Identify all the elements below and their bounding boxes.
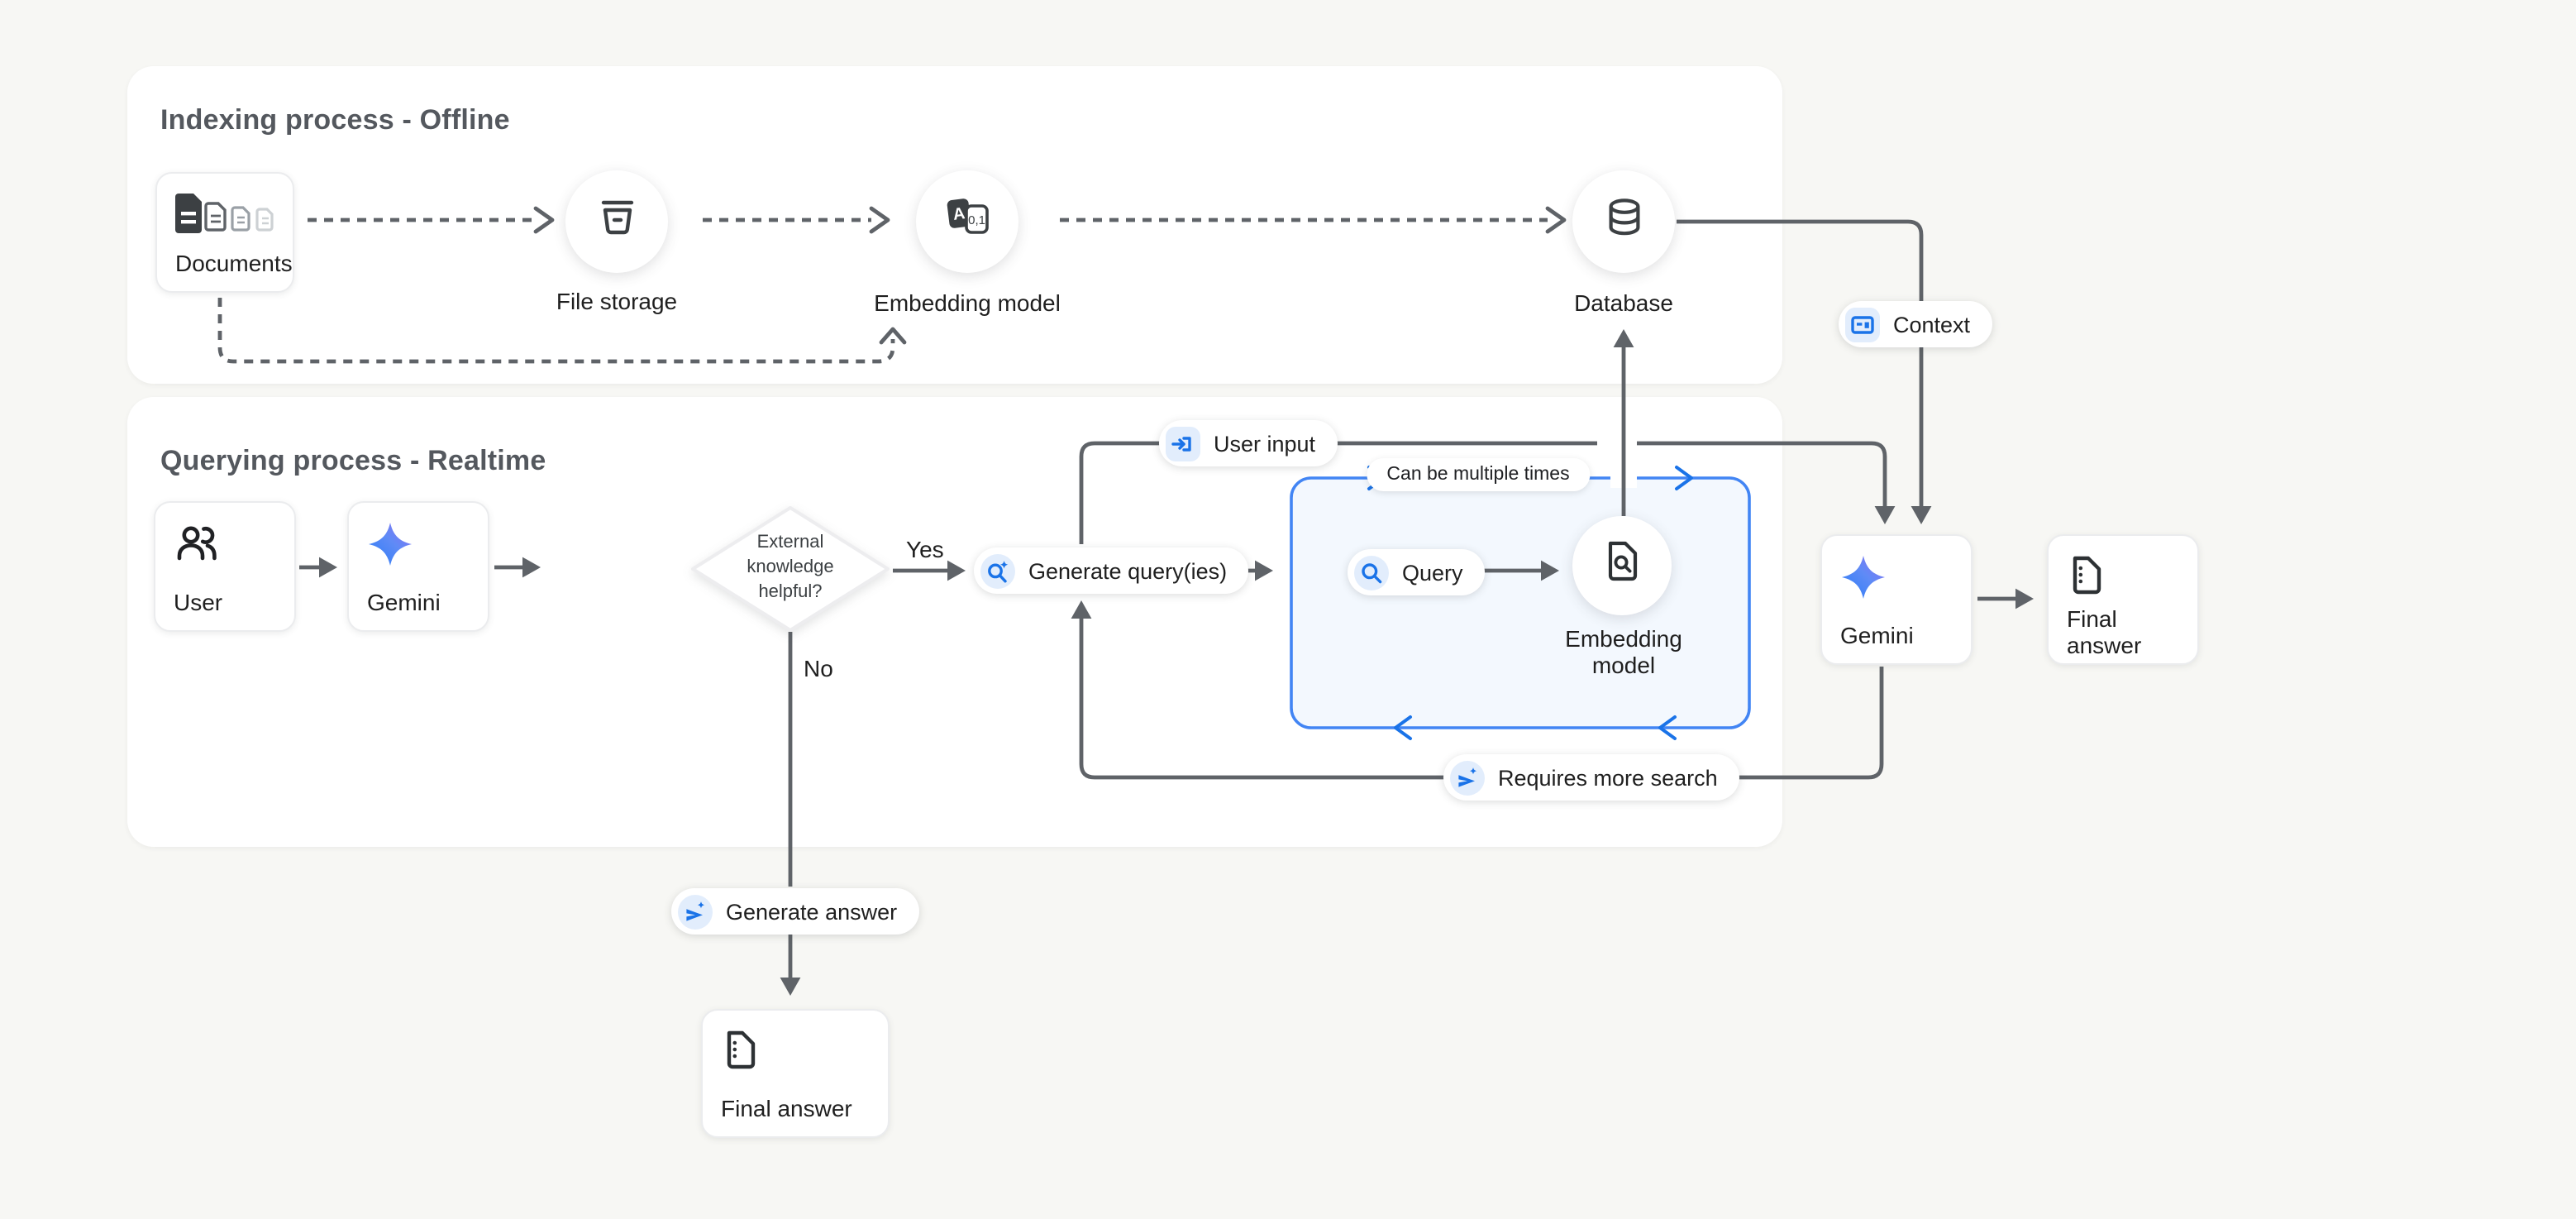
context-label: Context <box>1893 312 1970 337</box>
querying-panel-title: Querying process - Realtime <box>160 445 546 478</box>
yes-label: Yes <box>906 536 944 562</box>
final-answer-right-node: Final answer <box>2047 534 2199 665</box>
documents-label: Documents <box>175 250 274 276</box>
decision-text: External knowledge helpful? <box>685 531 896 605</box>
context-pill: Context <box>1839 301 1992 347</box>
embedding-model-label: Embedding model <box>874 291 1061 317</box>
database-label: Database <box>1574 291 1673 317</box>
generate-answer-label: Generate answer <box>726 899 897 924</box>
can-be-multiple-times-tag: Can be multiple times <box>1367 458 1589 491</box>
gemini-left-label: Gemini <box>367 589 470 615</box>
gemini-left-node: Gemini <box>347 501 489 632</box>
input-icon <box>1166 426 1200 461</box>
indexing-panel-title: Indexing process - Offline <box>160 104 510 137</box>
file-storage-node <box>565 170 668 273</box>
embedding-model-node: A 0,1 <box>916 170 1018 273</box>
requires-more-search-pill: Requires more search <box>1443 754 1739 801</box>
gemini-right-node: Gemini <box>1820 534 1973 665</box>
requires-more-search-label: Requires more search <box>1498 765 1718 790</box>
send-spark-icon <box>1450 760 1485 795</box>
documents-icon <box>175 192 274 246</box>
no-label: No <box>804 655 833 681</box>
query-loop-box <box>1291 478 1749 728</box>
final-answer-right-label: Final answer <box>2067 605 2179 658</box>
generate-queries-label: Generate query(ies) <box>1028 558 1227 583</box>
file-storage-label: File storage <box>556 289 677 315</box>
final-answer-icon <box>721 1029 870 1080</box>
final-answer-bottom-label: Final answer <box>721 1095 870 1121</box>
svg-text:A: A <box>952 204 966 224</box>
generate-answer-pill: Generate answer <box>671 888 918 935</box>
user-node: User <box>154 501 296 632</box>
svg-text:0,1: 0,1 <box>967 213 985 227</box>
send-spark-icon <box>678 894 713 929</box>
query-pill: Query <box>1348 549 1485 595</box>
database-node <box>1572 170 1675 273</box>
gemini-star-icon <box>367 521 470 576</box>
final-answer-icon <box>2067 554 2179 605</box>
user-input-label: User input <box>1214 431 1315 456</box>
query-embedding-label: Embedding model <box>1565 627 1682 678</box>
final-answer-bottom-node: Final answer <box>701 1009 890 1138</box>
user-input-pill: User input <box>1159 420 1337 466</box>
embedding-model-icon: A 0,1 <box>943 195 991 248</box>
query-label: Query <box>1402 560 1463 585</box>
search-icon <box>1354 555 1389 590</box>
generate-queries-pill: Generate query(ies) <box>974 547 1248 594</box>
search-spark-icon <box>980 553 1015 588</box>
decision-diamond: External knowledge helpful? <box>685 500 896 638</box>
database-icon <box>1601 195 1646 248</box>
gemini-star-icon <box>1840 554 1953 609</box>
gemini-right-label: Gemini <box>1840 622 1953 648</box>
documents-node: Documents <box>155 172 294 293</box>
file-storage-icon <box>594 195 639 248</box>
doc-search-icon <box>1601 539 1643 592</box>
users-icon <box>174 521 276 574</box>
query-embedding-node <box>1572 516 1672 615</box>
context-icon <box>1845 307 1880 342</box>
user-label: User <box>174 589 276 615</box>
